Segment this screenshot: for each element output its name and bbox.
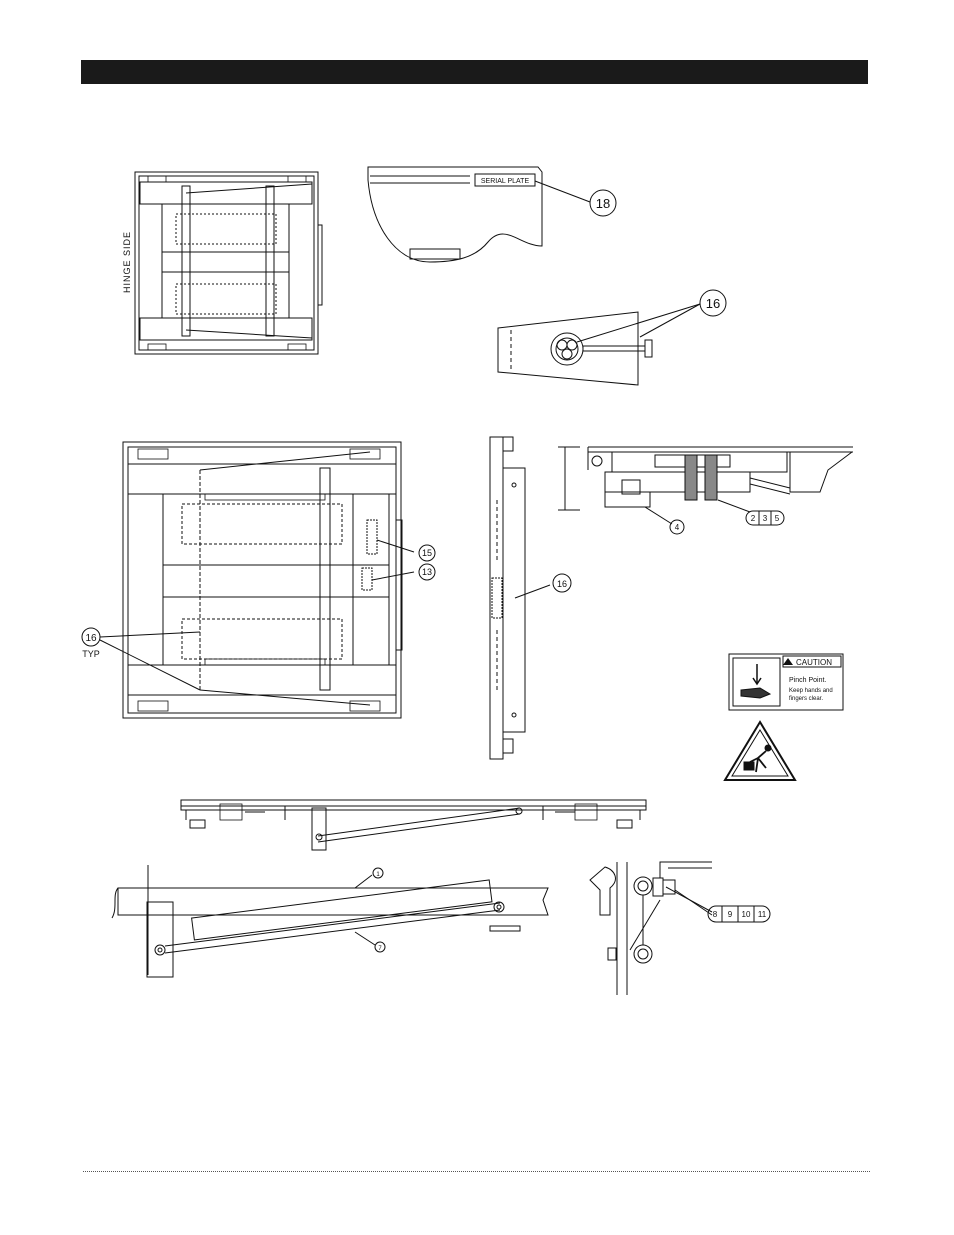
footer-rule	[83, 1171, 870, 1172]
callout-16-label-a: 16	[706, 296, 720, 311]
callout-4-label: 4	[675, 523, 680, 532]
callout-3-label: 3	[763, 514, 768, 523]
callout-5-label: 5	[775, 514, 780, 523]
callout-13-label: 13	[422, 567, 432, 577]
callout-7-label: 7	[378, 946, 382, 952]
serial-plate-label: SERIAL PLATE	[481, 178, 530, 185]
hinge-detail	[590, 862, 770, 995]
gas-spring-detail	[112, 865, 548, 977]
side-elevation	[490, 437, 571, 759]
callout-1-label: 1	[376, 872, 380, 878]
caution-title: CAUTION	[796, 658, 832, 667]
callout-8-label: 8	[713, 910, 718, 919]
callout-15-label: 15	[422, 548, 432, 558]
callout-2-label: 2	[751, 514, 756, 523]
callout-16-label-c: 16	[557, 579, 567, 589]
caution-line-1: Pinch Point.	[789, 677, 826, 684]
side-profile	[181, 800, 646, 850]
top-view-small	[135, 172, 322, 354]
callout-11-label: 11	[758, 910, 767, 919]
callout-9-label: 9	[728, 910, 733, 919]
hinge-side-label: HINGE SIDE	[122, 231, 132, 293]
callout-16-label-b: 16	[85, 633, 97, 644]
callout-16-typ-label: TYP	[82, 649, 100, 659]
caution-line-3: fingers clear.	[789, 696, 823, 702]
foot-detail	[498, 290, 726, 385]
callout-10-label: 10	[742, 910, 751, 919]
warning-triangle-icon	[725, 722, 795, 780]
top-view-large	[82, 442, 435, 718]
callout-18-label: 18	[596, 196, 610, 211]
caution-line-2: Keep hands and	[789, 688, 833, 694]
load-cell-section	[558, 447, 853, 534]
